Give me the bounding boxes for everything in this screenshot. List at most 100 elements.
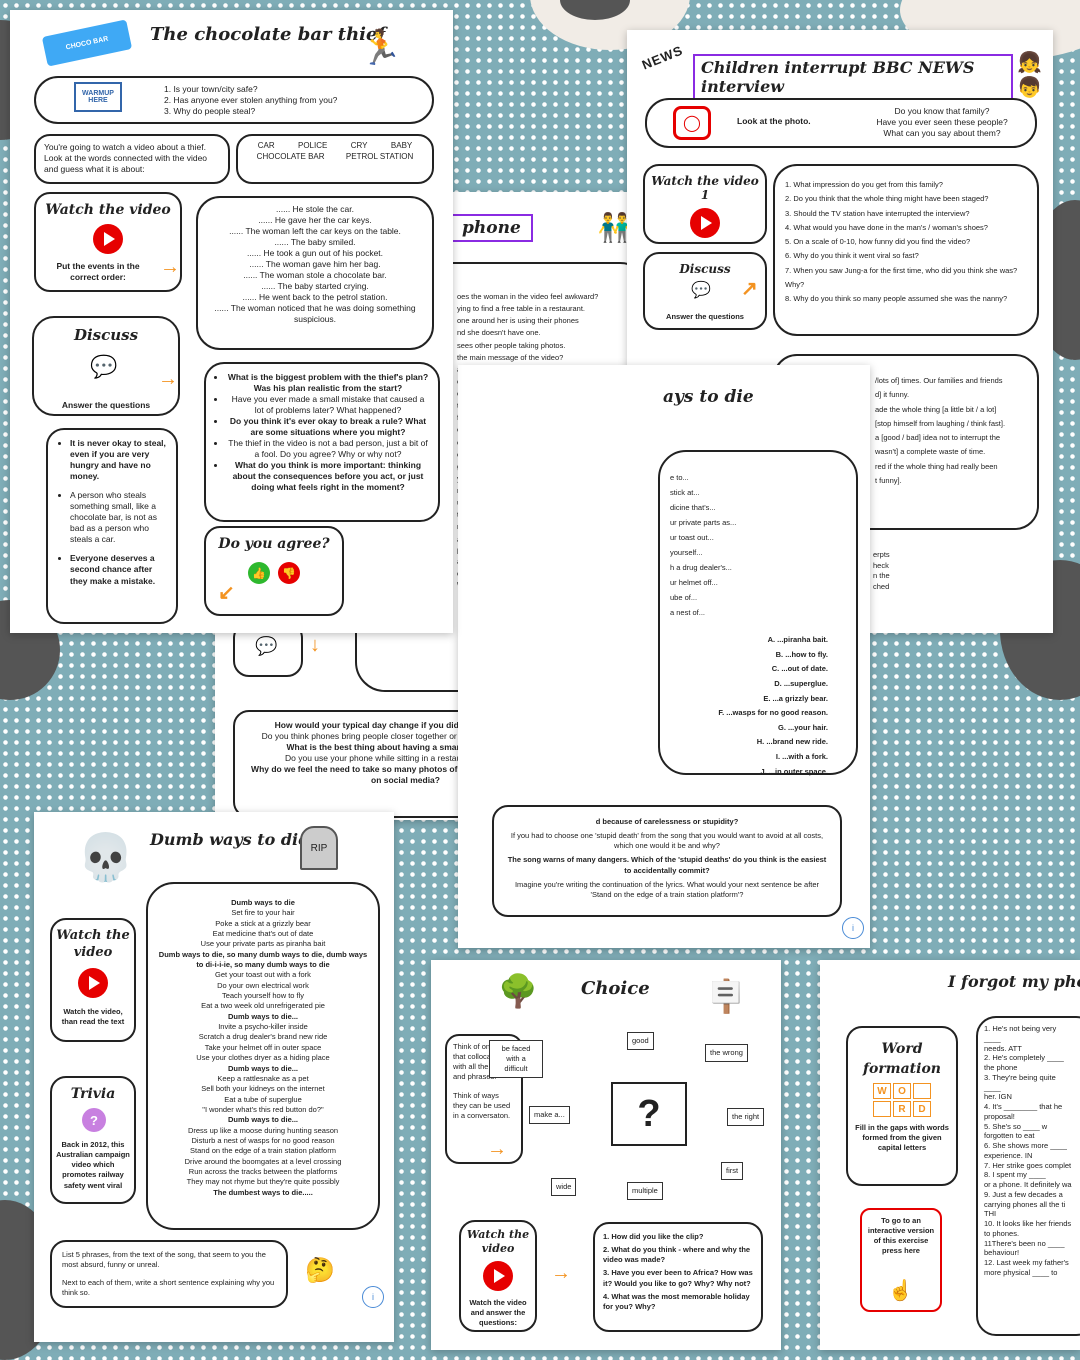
people-icon: 👬 [597,211,633,243]
phrase-ending: A. ...piranha bait. [767,635,828,644]
photo-questions: Do you know that family?Have you ever se… [857,106,1027,139]
tombstone-icon: RIP [300,826,338,870]
bbc-question: 1. What impression do you get from this … [785,180,943,189]
collocation-word: the wrong [705,1044,748,1063]
speech-bubble-icon: 💬 [255,636,278,656]
vocab-word: PETROL STATION [345,152,414,162]
speech-bubble-icon: 💬 [691,282,711,299]
gap-sentence: behaviour! [984,1248,1020,1258]
phrase-beginning: ur helmet off... [670,578,718,587]
lyric-line: Use your clothes dryer as a hiding place [196,1053,330,1063]
gap-sentence: 3. They're being quite ____ [984,1072,1056,1092]
page-dumb-ways-exercise: ays to die e to...stick at...dicine that… [458,365,870,948]
interactive-box[interactable]: To go to an interactive version of this … [860,1208,942,1312]
page-dumb-ways-to-die: 💀 Dumb ways to die RIP Watch the video W… [34,812,394,1342]
lyric-line: Take your helmet off in outer space [204,1042,322,1052]
phrase-ending: F. ...wasps for no good reason. [718,708,828,718]
trivia-text: Back in 2012, this Australian campaign v… [56,1140,130,1190]
phrase-endings: A. ...piranha bait.B. ...how to fly.C. .… [688,633,828,779]
gap-sentence: THI [984,1209,997,1219]
lyric-line: Stand on the edge of a train station pla… [190,1146,336,1156]
wf-caption: Fill in the gaps with words formed from … [855,1123,949,1153]
choice-question: 3. Have you ever been to Africa? How was… [603,1268,753,1288]
thinking-emoji-icon: 🤔 [305,1256,335,1284]
signpost-icon: 🪧 [706,978,746,1014]
gap-sentence: needs. ATT [984,1043,1022,1053]
gap-sentence: 2. He's completely ____ [984,1053,1064,1063]
choice-question: 2. What do you think - where and why the… [603,1245,751,1265]
event-item: ...... The baby smiled. [274,237,356,248]
bbc-gap-fragment: [stop himself from laughing / think fast… [875,418,1006,428]
statement-item: It is never okay to steal, even if you a… [70,438,168,482]
discuss-question: Do you think it's ever okay to break a r… [226,416,430,438]
lyric-line: Sell both your kidneys on the internet [201,1084,325,1094]
event-item: ...... The woman left the car keys on th… [229,226,401,237]
play-icon[interactable] [78,967,108,998]
lyric-line: Run across the tracks between the platfo… [188,1166,338,1176]
event-item: ...... He went back to the petrol statio… [242,292,388,303]
phrase-beginnings: e to...stick at...dicine that's...ur pri… [670,470,846,620]
vocab-word: POLICE [298,141,328,150]
bbc-gap-fragment: d] it funny. [875,390,910,400]
events-box: ...... He stole the car....... He gave h… [196,196,434,350]
gap-sentence: 10. It looks like her friends [984,1219,1072,1228]
letter-tile: D [913,1101,931,1118]
phrase-ending: H. ...brand new ride. [756,737,828,747]
event-item: ...... The woman stole a chocolate bar. [243,270,387,281]
trivia-title: Trivia [70,1086,116,1102]
discuss-question: The thief in the video is not a bad pers… [226,438,430,460]
agree-box: Do you agree? 👍 👎 ↙ [204,526,344,616]
warmup-questions: 1. Is your town/city safe?2. Has anyone … [164,84,337,117]
bbc-question: 4. What would you have done in the man's… [785,222,988,232]
play-icon[interactable] [690,208,720,238]
thumbs-down-icon[interactable]: 👎 [278,562,300,584]
discuss-question: What is the biggest problem with the thi… [226,372,430,394]
dumb-mid-questions-box: d because of carelessness or stupidity?I… [492,805,842,917]
dumb-watch-box: Watch the video Watch the video, than re… [50,918,136,1042]
choice-watch-box: Watch the video Watch the video and answ… [459,1220,537,1332]
watch-caption: Put the events in the correct order: [56,261,140,283]
thumbs-up-icon[interactable]: 👍 [248,562,270,584]
phrase-beginning: dicine that's... [670,503,716,512]
dumb-mid-question: If you had to choose one 'stupid death' … [510,831,824,851]
lyric-line: Eat a two week old unrefrigerated pie [201,1001,325,1011]
phrase-ending: G. ...your hair. [777,722,828,732]
collocation-word: make a... [529,1106,570,1125]
task-2: Next to each of them, write a short sent… [62,1278,275,1298]
page-choice: 🌳 Choice 🪧 Think of one noun that colloc… [431,960,781,1350]
gap-sentence: 9. Just a few decades a [984,1189,1063,1199]
lyric-line: Keep a rattlesnake as a pet [217,1073,309,1083]
choice-questions: 1. How did you like the clip?2. What do … [603,1232,753,1312]
dumb-watch-caption: Watch the video, than read the text [61,1006,125,1026]
discuss-question: What do you think is more important: thi… [226,460,430,493]
logo-icon: i [362,1286,384,1308]
play-icon[interactable] [93,224,123,254]
phone-bottom-question: How would your typical day change if you… [274,720,537,730]
pointer-hand-icon[interactable]: ☝ [888,1280,913,1302]
play-icon[interactable] [483,1260,513,1291]
page-chocolate-bar-thief: CHOCO BAR The chocolate bar thief 🏃 WARM… [10,10,453,633]
bbc-gap-fragment: ade the whole thing [a little bit / a lo… [875,404,997,414]
photo-question: Do you know that family? [894,106,990,116]
bbc-question: 8. Why do you think so many people assum… [785,294,1008,303]
bbc-discuss-title: Discuss [679,262,731,276]
arrow-left-icon: ↙ [218,582,235,604]
lyric-line: Dress up like a moose during hunting sea… [187,1125,339,1135]
phone-fragment: oes the woman in the video feel awkward? [457,292,599,301]
photo-question: Have you ever seen these people? [876,117,1008,128]
gap-sentence: 11There's been no ____ [984,1238,1065,1248]
gap-sentence: the phone [984,1063,1018,1072]
speech-bubble-icon: 💬 [90,354,118,379]
lyric-line: Eat a tube of superglue [224,1094,302,1104]
phone-bottom-question: Why do we feel the need to take so many … [251,764,560,786]
gap-sentence: 12. Last week my father's [984,1258,1069,1267]
phrase-ending: C. ...out of date. [771,664,828,674]
event-item: ...... He stole the car. [276,204,354,214]
event-item: ...... He took a gun out of his pocket. [246,248,384,259]
chocolate-bar-icon: CHOCO BAR [41,19,133,67]
lyric-line: The dumbest ways to die..... [213,1187,313,1197]
collocation-word: first [721,1162,744,1181]
